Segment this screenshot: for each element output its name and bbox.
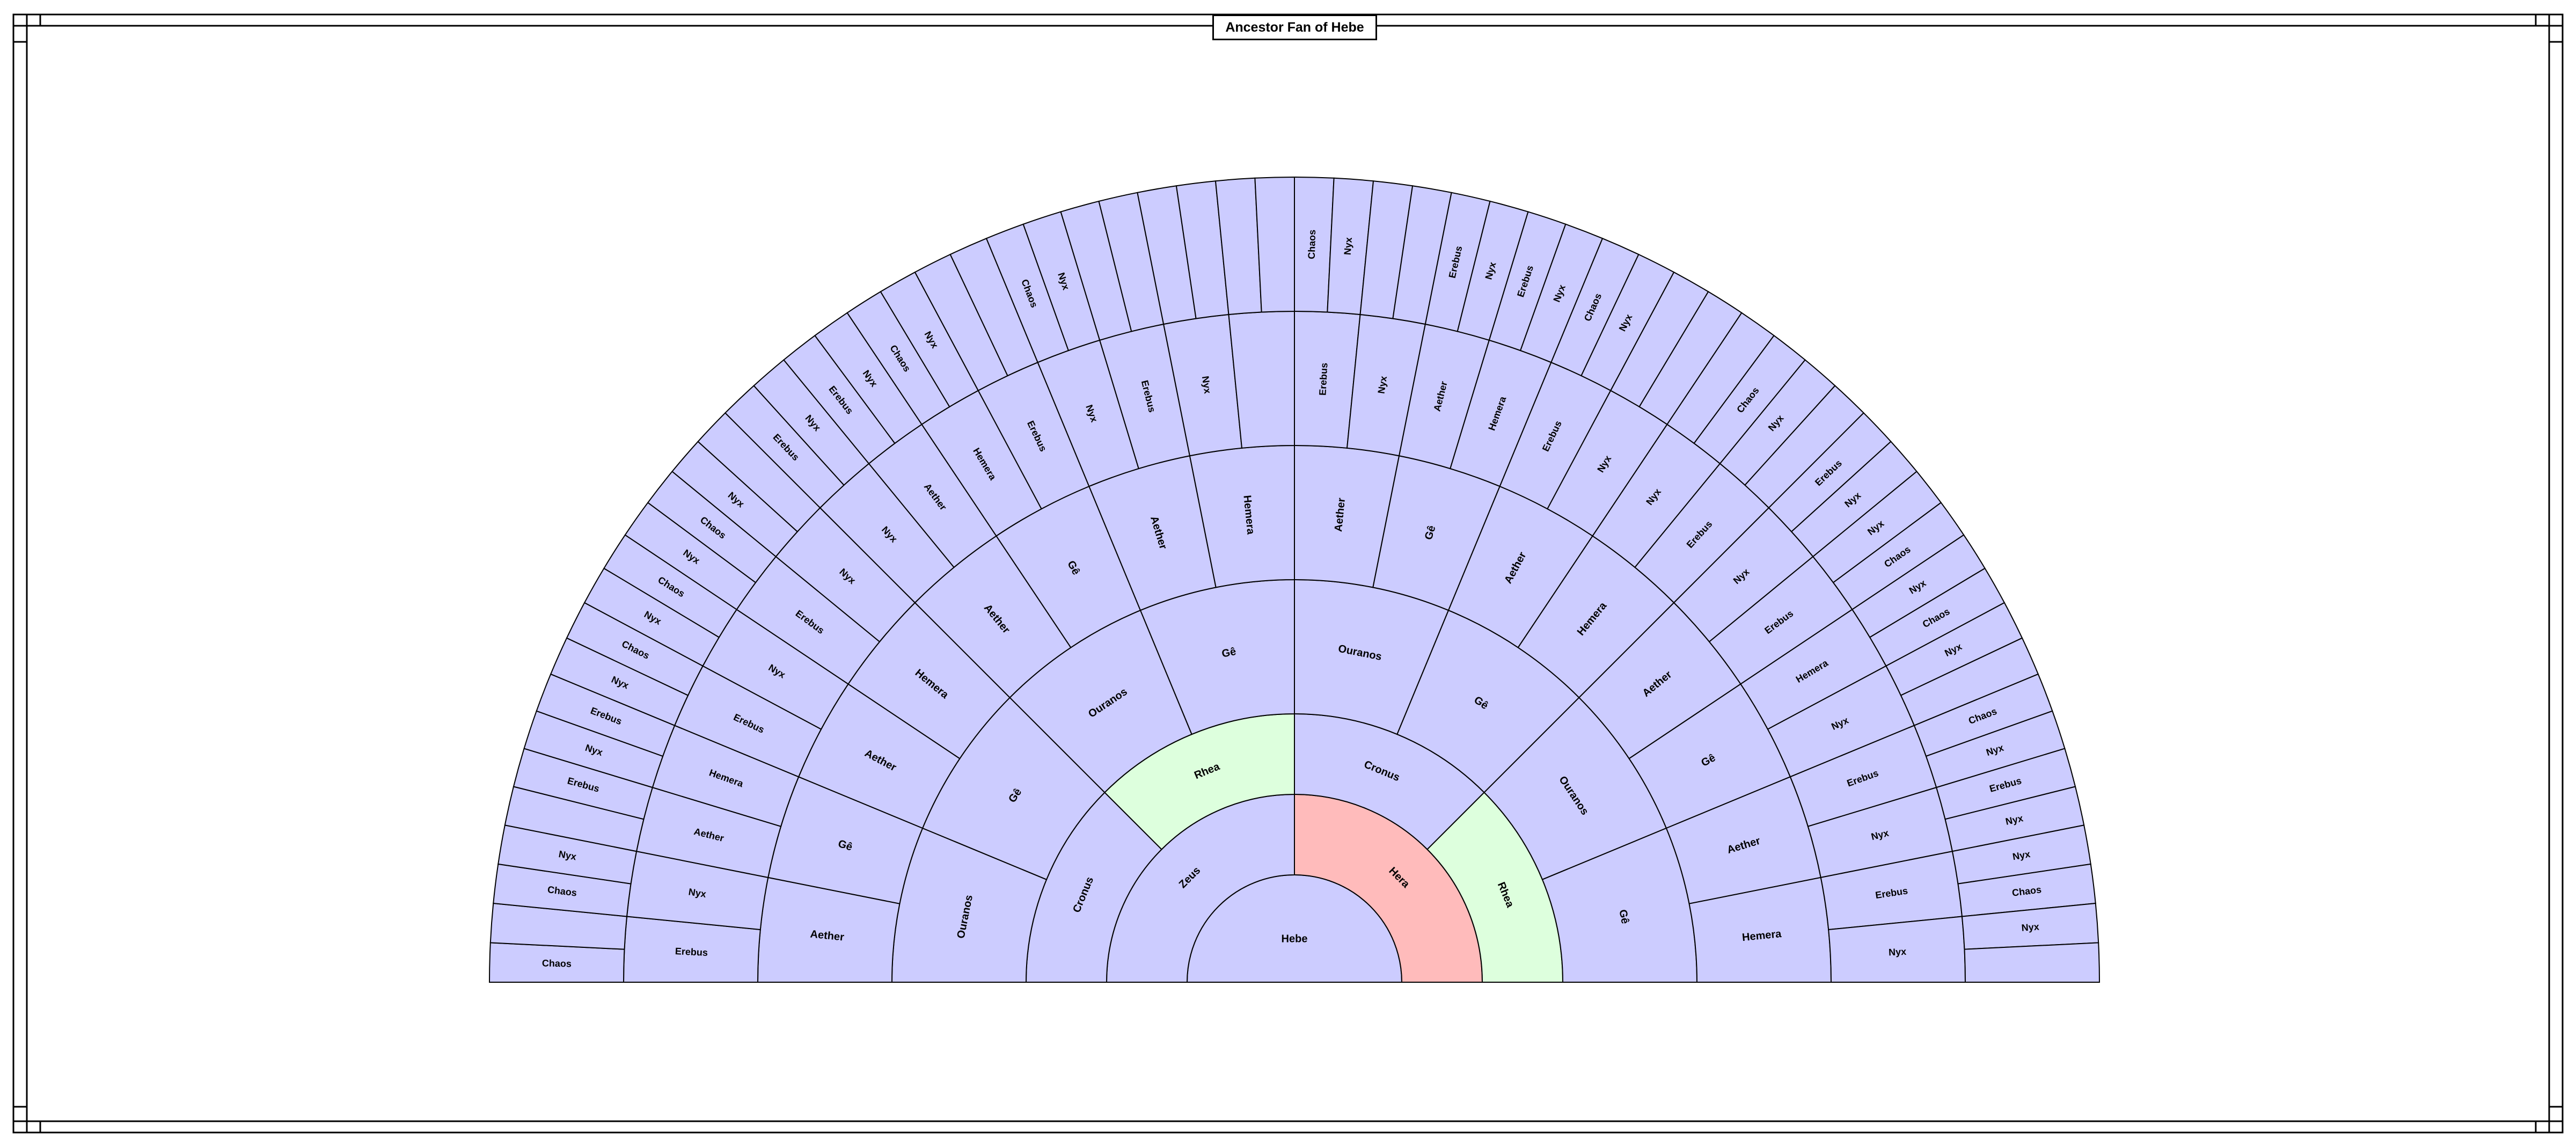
ancestor-cell[interactable]	[914, 253, 1008, 391]
ancestor-name-label: Hebe	[1282, 933, 1308, 945]
ancestor-cell[interactable]	[550, 637, 689, 726]
ancestor-cell[interactable]	[513, 748, 654, 820]
ancestor-cell[interactable]	[1961, 902, 2099, 950]
ancestor-name-label: Nyx	[1200, 375, 1213, 394]
ancestor-cell[interactable]	[753, 359, 870, 486]
ancestor-cell[interactable]	[1488, 211, 1567, 352]
ancestor-name-label: Nyx	[1376, 375, 1389, 394]
ancestor-cell[interactable]	[1666, 312, 1775, 444]
ancestor-cell[interactable]	[1457, 200, 1529, 341]
ancestor-cell[interactable]	[880, 271, 979, 408]
ancestor-cell[interactable]	[1812, 471, 1942, 583]
ancestor-name-label: Nyx	[2021, 921, 2039, 933]
ancestor-cell[interactable]	[1719, 359, 1836, 486]
ancestor-cell[interactable]	[1609, 271, 1709, 408]
ancestor-cell[interactable]	[783, 334, 896, 465]
ancestor-cell[interactable]	[1900, 637, 2039, 726]
ancestor-name-label: Chaos	[542, 958, 572, 969]
ancestor-name-label: Nyx	[1342, 237, 1354, 255]
ancestor-cell[interactable]	[1550, 237, 1640, 377]
ancestor-cell[interactable]	[1832, 502, 1965, 610]
ancestor-cell[interactable]	[814, 312, 923, 444]
ancestor-name-label: Gê	[1221, 646, 1237, 660]
ancestor-cell[interactable]	[1925, 710, 2066, 788]
ancestor-cell[interactable]	[1869, 567, 2006, 667]
ancestor-cell[interactable]	[1294, 176, 1335, 313]
ancestor-cell[interactable]	[497, 824, 638, 885]
ancestor-cell[interactable]	[1060, 200, 1132, 341]
ancestor-cell[interactable]	[697, 412, 821, 532]
ancestor-cell[interactable]	[949, 237, 1038, 377]
ancestor-cell[interactable]	[1885, 602, 2023, 696]
ancestor-cell[interactable]	[1851, 534, 1986, 638]
ancestor-cell[interactable]	[1935, 748, 2076, 820]
ancestor-cell[interactable]	[536, 673, 676, 757]
ancestor-cell[interactable]	[1693, 334, 1806, 465]
ancestor-cell[interactable]	[504, 786, 645, 852]
ancestor-cell[interactable]	[1022, 211, 1101, 352]
ancestor-cell[interactable]	[583, 567, 720, 667]
ancestor-cell[interactable]	[1214, 177, 1262, 316]
ancestor-cell[interactable]	[1768, 412, 1892, 532]
chart-title: Ancestor Fan of Hebe	[1212, 14, 1377, 40]
ancestor-name-label: Chaos	[1306, 230, 1318, 259]
ancestor-cell[interactable]	[1580, 253, 1675, 391]
ancestor-cell[interactable]	[624, 502, 757, 610]
ancestor-cell[interactable]	[1359, 180, 1414, 319]
ancestor-name-label: Erebus	[1317, 362, 1329, 396]
ancestor-cell[interactable]	[1790, 441, 1918, 558]
ancestor-cell[interactable]	[603, 534, 738, 638]
ancestor-cell[interactable]	[566, 602, 704, 696]
ancestor-cell[interactable]	[1944, 786, 2085, 852]
ancestor-cell[interactable]	[523, 710, 664, 788]
ancestor-name-label: Nyx	[1889, 946, 1907, 958]
ancestor-cell[interactable]	[1392, 185, 1452, 325]
ancestor-cell[interactable]	[985, 223, 1070, 363]
ancestor-cell[interactable]	[1913, 673, 2053, 757]
ancestor-cell[interactable]	[1424, 192, 1491, 332]
ancestor-name-label: Gê	[1616, 909, 1631, 925]
ancestor-cell[interactable]	[1744, 385, 1865, 509]
ancestor-cell[interactable]	[1964, 942, 2101, 983]
ancestor-cell[interactable]	[1519, 223, 1604, 363]
ancestor-name-label: Erebus	[675, 946, 708, 958]
ancestor-name-label: Nyx	[688, 886, 707, 900]
ancestor-cell[interactable]	[1638, 291, 1743, 426]
ancestor-cell[interactable]	[724, 385, 845, 509]
ancestor-cell[interactable]	[1327, 177, 1374, 316]
ancestor-cell[interactable]	[1254, 176, 1295, 313]
ancestor-cell[interactable]	[1957, 863, 2096, 917]
ancestor-cell[interactable]	[1175, 180, 1230, 319]
ancestor-cell[interactable]	[647, 471, 777, 583]
ancestor-cell[interactable]	[671, 441, 799, 558]
ancestor-cell[interactable]	[489, 902, 628, 950]
ancestor-cell[interactable]	[846, 291, 950, 426]
ancestor-cell[interactable]	[1098, 192, 1165, 332]
ancestor-cell[interactable]	[493, 863, 632, 917]
ancestor-cell[interactable]	[488, 942, 625, 983]
